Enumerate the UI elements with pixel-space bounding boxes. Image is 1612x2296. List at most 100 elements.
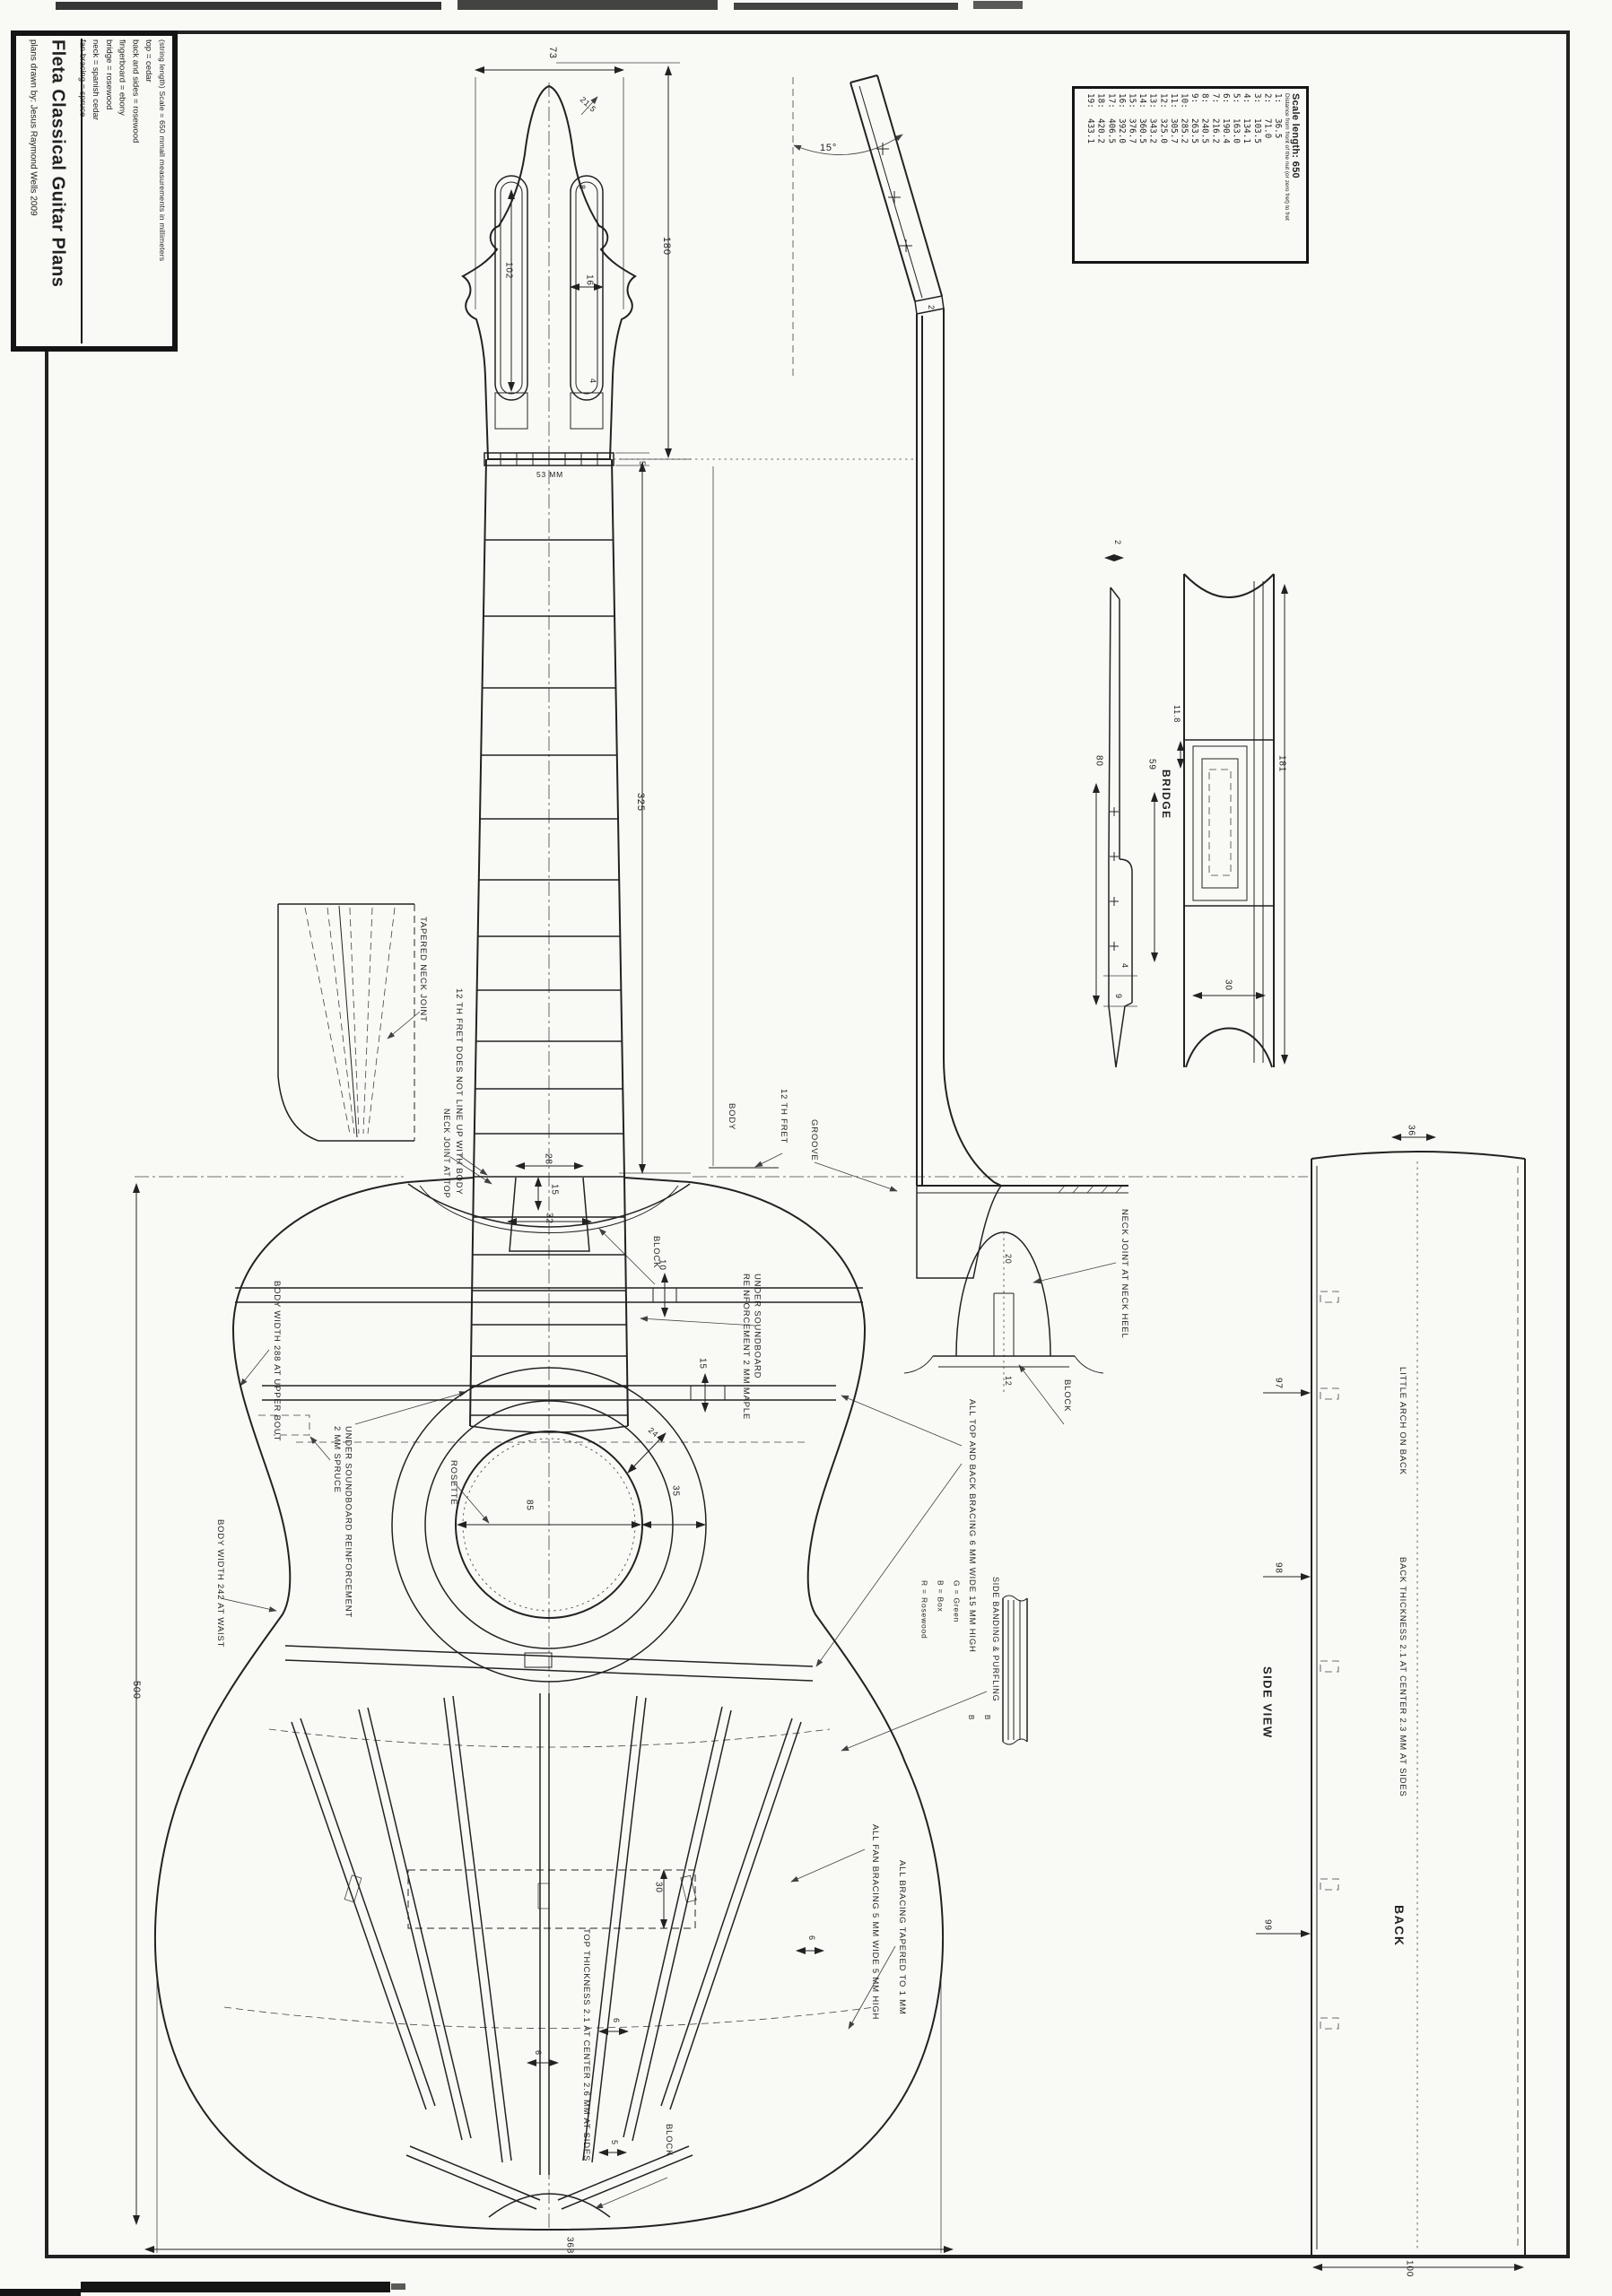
nut-width: 53 MM <box>536 470 563 479</box>
dim-headstock-length: 180 <box>660 237 672 256</box>
legend-rosewood: R = Rosewood <box>919 1580 929 1639</box>
dim-depth-97: 97 <box>1273 1378 1284 1389</box>
fret-row: 19: 433.1 <box>1085 93 1096 144</box>
scale-note: (string length) Scale = 650 mmall measur… <box>158 39 167 262</box>
tapered-joint-detail <box>278 904 420 1141</box>
material-line: bridge = rosewood <box>103 39 114 110</box>
reference-lines <box>135 83 1308 2228</box>
dim-bridge-2: 2 <box>1113 540 1123 545</box>
dim-tenon-bottom: 32 <box>544 1213 554 1224</box>
fret-row: 2: 71.0 <box>1262 93 1273 139</box>
fret-row: 8: 240.5 <box>1199 93 1210 144</box>
banding-b2: B <box>982 1715 991 1721</box>
dim-tenon-depth: 15 <box>549 1184 560 1196</box>
material-line: fan bracing = spruce <box>77 39 88 117</box>
label-groove: GROOVE <box>808 1119 819 1161</box>
heel-section-detail <box>904 1232 1116 1424</box>
fret-row: 18: 420.2 <box>1095 93 1106 144</box>
plan-title: Fleta Classical Guitar Plans <box>48 39 68 288</box>
fret-row: 6: 190.4 <box>1220 93 1231 144</box>
dim-depth-100: 100 <box>1404 2260 1415 2278</box>
label-side-banding: SIDE BANDING & PURFLING <box>991 1577 1001 1702</box>
fret-row: 16: 392.0 <box>1116 93 1127 144</box>
material-line: neck = spanish cedar <box>91 39 101 121</box>
fret-row: 5: 163.0 <box>1231 93 1242 144</box>
dim-fb-thickness: 2 <box>927 305 937 310</box>
note-body-width-upper: BODY WIDTH 288 AT UPPER BOUT <box>271 1281 282 1442</box>
dim-slot-4: 4 <box>588 378 598 384</box>
label-side-view: SIDE VIEW <box>1260 1666 1275 1739</box>
material-line: fingerboard = ebony <box>117 39 127 116</box>
note-back-thickness: BACK THICKNESS 2.1 AT CENTER 2.3 MM AT S… <box>1397 1557 1407 1797</box>
dim-heel-20: 20 <box>1004 1254 1014 1265</box>
dim-bar-15: 15 <box>697 1358 708 1370</box>
dim-heel-12: 12 <box>1004 1376 1014 1387</box>
note-usr-maple: UNDER SOUNDBOARD REINFORCEMENT 2 MM MAPL… <box>740 1274 762 1421</box>
dim-bridge-4: 4 <box>1120 963 1130 969</box>
fret-row: 14: 360.5 <box>1137 93 1148 144</box>
fret-row: 17: 406.5 <box>1106 93 1117 144</box>
dim-soundhole: 85 <box>524 1500 535 1511</box>
dim-slot-width: 16 <box>584 274 595 286</box>
dim-bridge-59: 59 <box>1146 759 1157 770</box>
fret-table-subheader: Distance from front of the nut (or zero … <box>1284 93 1290 221</box>
dim-bridge-80: 80 <box>1094 755 1104 767</box>
dim-slot-8: 8 <box>578 185 588 190</box>
dim-fan-5: 5 <box>610 2140 620 2145</box>
material-line: top = cedar <box>144 39 153 83</box>
dim-bridge-patch-30: 30 <box>653 1882 664 1893</box>
dim-headstock-width: 73 <box>546 47 558 59</box>
dim-bridge-181: 181 <box>1277 755 1287 773</box>
dim-bar-10: 10 <box>657 1259 667 1271</box>
headstock-front <box>463 63 691 465</box>
dim-tenon-top: 28 <box>543 1153 553 1165</box>
label-neck-joint-top: NECK JOINT AT TOP <box>442 1109 452 1199</box>
sheet-frame <box>47 32 1568 2257</box>
dim-slot-length: 102 <box>503 262 514 280</box>
title-block: (string length) Scale = 650 mmall measur… <box>11 30 178 352</box>
label-tapered-neck-joint: TAPERED NECK JOINT <box>417 917 428 1022</box>
fret-row: 12: 325.0 <box>1158 93 1169 144</box>
bridge-detail <box>1093 554 1288 1067</box>
dim-depth-99: 99 <box>1262 1919 1273 1931</box>
fret-row: 13: 343.2 <box>1147 93 1158 144</box>
label-back: BACK <box>1391 1905 1407 1947</box>
banding-detail <box>841 1596 1027 1751</box>
fret-row: 9: 263.5 <box>1189 93 1200 144</box>
dim-bridge-30: 30 <box>1223 979 1233 991</box>
dim-bridge-9: 9 <box>1114 994 1124 999</box>
fret-row: 11: 305.7 <box>1168 93 1179 144</box>
label-block-heel: BLOCK <box>650 1236 661 1269</box>
fret-row: 1: 36.5 <box>1273 93 1283 139</box>
material-line: back and sides = rosewood <box>130 39 141 144</box>
note-bracing-taper: ALL BRACING TAPERED TO 1 MM <box>896 1860 907 2015</box>
fret-table-header: Scale length: 650 <box>1290 93 1301 178</box>
label-bridge: BRIDGE <box>1160 770 1173 820</box>
note-little-arch: LITTLE ARCH ON BACK <box>1397 1367 1407 1475</box>
fret-row: 7: 216.2 <box>1210 93 1221 144</box>
note-body-width-waist: BODY WIDTH 242 AT WAIST <box>214 1519 225 1648</box>
dim-bridge-118: 11.8 <box>1172 705 1182 724</box>
note-top-back-bracing: ALL TOP AND BACK BRACING 6 MM WIDE 15 MM… <box>966 1399 977 1653</box>
dim-lower-bout: 368 <box>564 2237 575 2255</box>
dim-head-angle: 15° <box>820 143 838 153</box>
legend-green: G = Green <box>952 1580 962 1623</box>
label-block-tail: BLOCK <box>663 2124 674 2157</box>
body-front <box>133 1155 962 2253</box>
note-usr-spruce: UNDER SOUNDBOARD REINFORCEMENT 2 MM SPRU… <box>331 1426 353 1619</box>
dim-fan-6a: 6 <box>534 2050 544 2056</box>
dim-nut-to-12th: 325 <box>634 793 646 812</box>
title-block-divider <box>81 39 83 344</box>
label-12th-fret-side: 12 TH FRET <box>778 1089 789 1144</box>
dim-depth-98: 98 <box>1273 1562 1284 1574</box>
dim-rosette-35: 35 <box>670 1485 681 1497</box>
note-12th-fret: 12 TH FRET DOES NOT LINE UP WITH BODY <box>453 988 464 1196</box>
fret-row: 3: 103.5 <box>1251 93 1262 144</box>
dim-nut-5: 5 <box>638 461 648 466</box>
label-body: BODY <box>726 1103 736 1131</box>
side-view-back <box>1256 1134 1525 2271</box>
plan-credit: plans drawn by: Jesus Raymond Wells 2009 <box>28 39 39 216</box>
label-neck-joint-heel: NECK JOINT AT NECK HEEL <box>1119 1209 1129 1339</box>
fretboard-front <box>470 459 782 1432</box>
